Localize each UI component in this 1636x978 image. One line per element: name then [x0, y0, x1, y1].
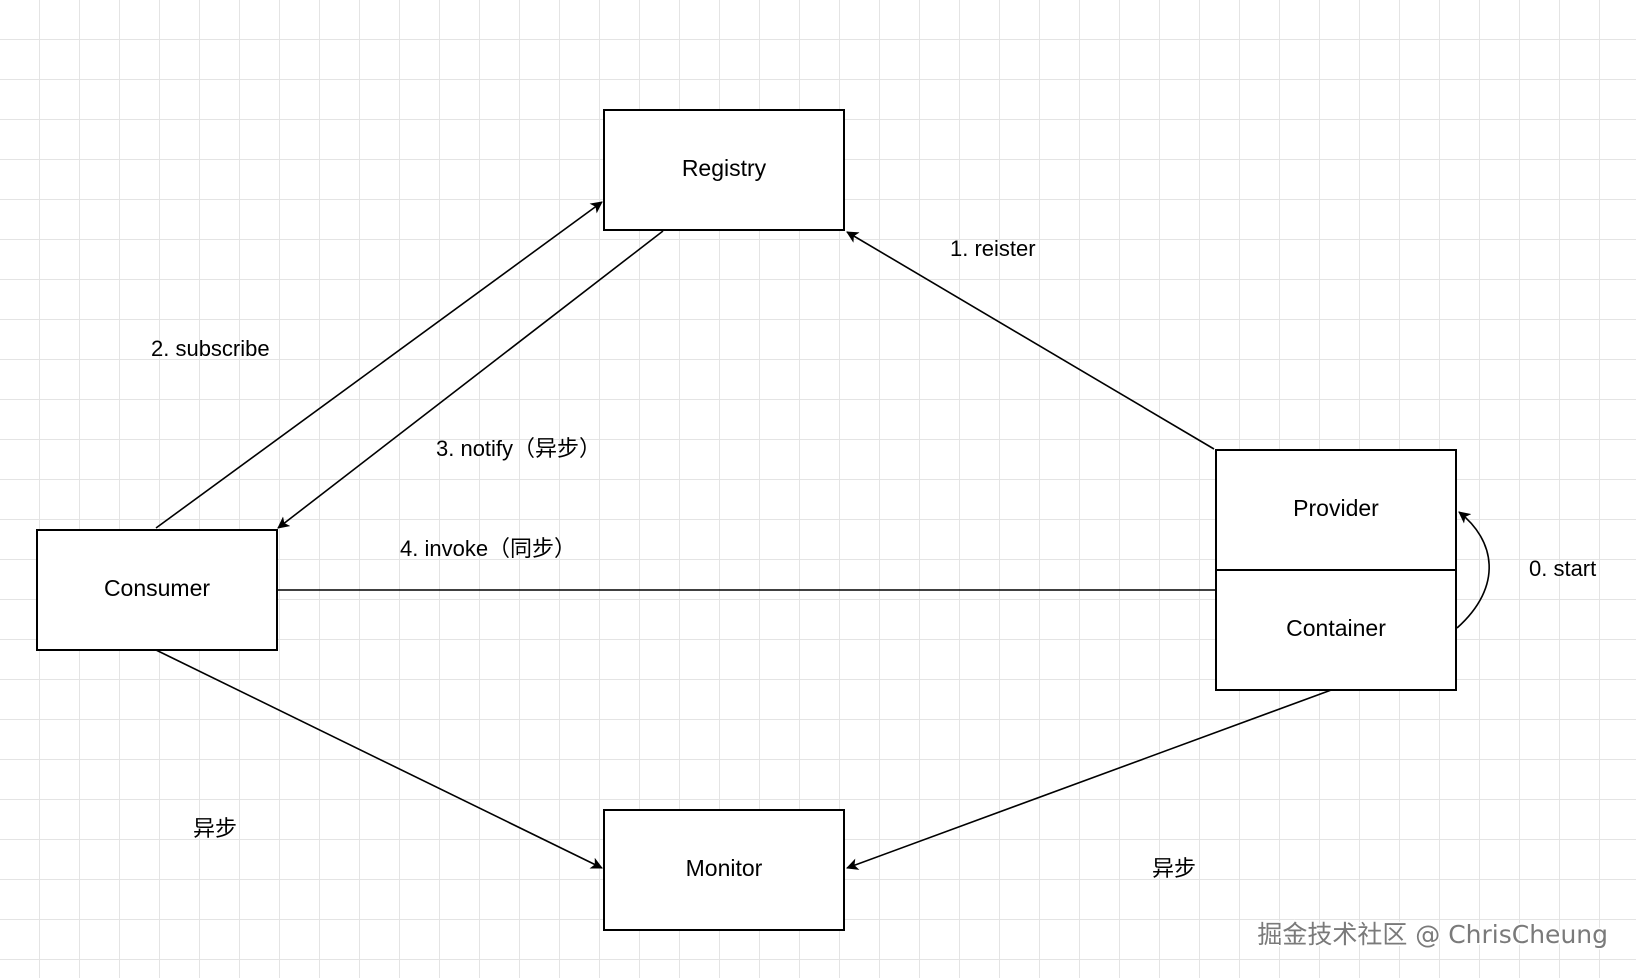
consumer-label: Consumer [104, 575, 210, 601]
container-label: Container [1286, 615, 1386, 641]
edge-register[interactable] [846, 231, 1215, 450]
invoke-label: 4. invoke（同步） [400, 536, 576, 561]
provider-node[interactable]: Provider [1215, 449, 1457, 571]
provider-monitor-label: 异步 [1152, 856, 1196, 881]
register-label: 1. reister [950, 236, 1036, 261]
monitor-node[interactable]: Monitor [603, 809, 845, 931]
container-node[interactable]: Container [1215, 569, 1457, 691]
monitor-label: Monitor [686, 855, 763, 881]
consumer-monitor-label: 异步 [193, 816, 237, 841]
registry-node[interactable]: Registry [603, 109, 845, 231]
provider-label: Provider [1293, 495, 1379, 521]
edge-start[interactable] [1456, 511, 1490, 629]
notify-label: 3. notify（异步） [436, 436, 601, 461]
edge-subscribe[interactable] [155, 201, 603, 529]
watermark-text: 掘金技术社区 @ ChrisCheung [1257, 920, 1608, 949]
subscribe-label: 2. subscribe [151, 336, 270, 361]
registry-label: Registry [682, 155, 767, 181]
edge-provider-monitor[interactable] [846, 688, 1335, 870]
start-label: 0. start [1529, 556, 1596, 581]
consumer-node[interactable]: Consumer [36, 529, 278, 651]
edge-consumer-monitor[interactable] [155, 649, 603, 869]
edge-notify[interactable] [277, 230, 664, 529]
